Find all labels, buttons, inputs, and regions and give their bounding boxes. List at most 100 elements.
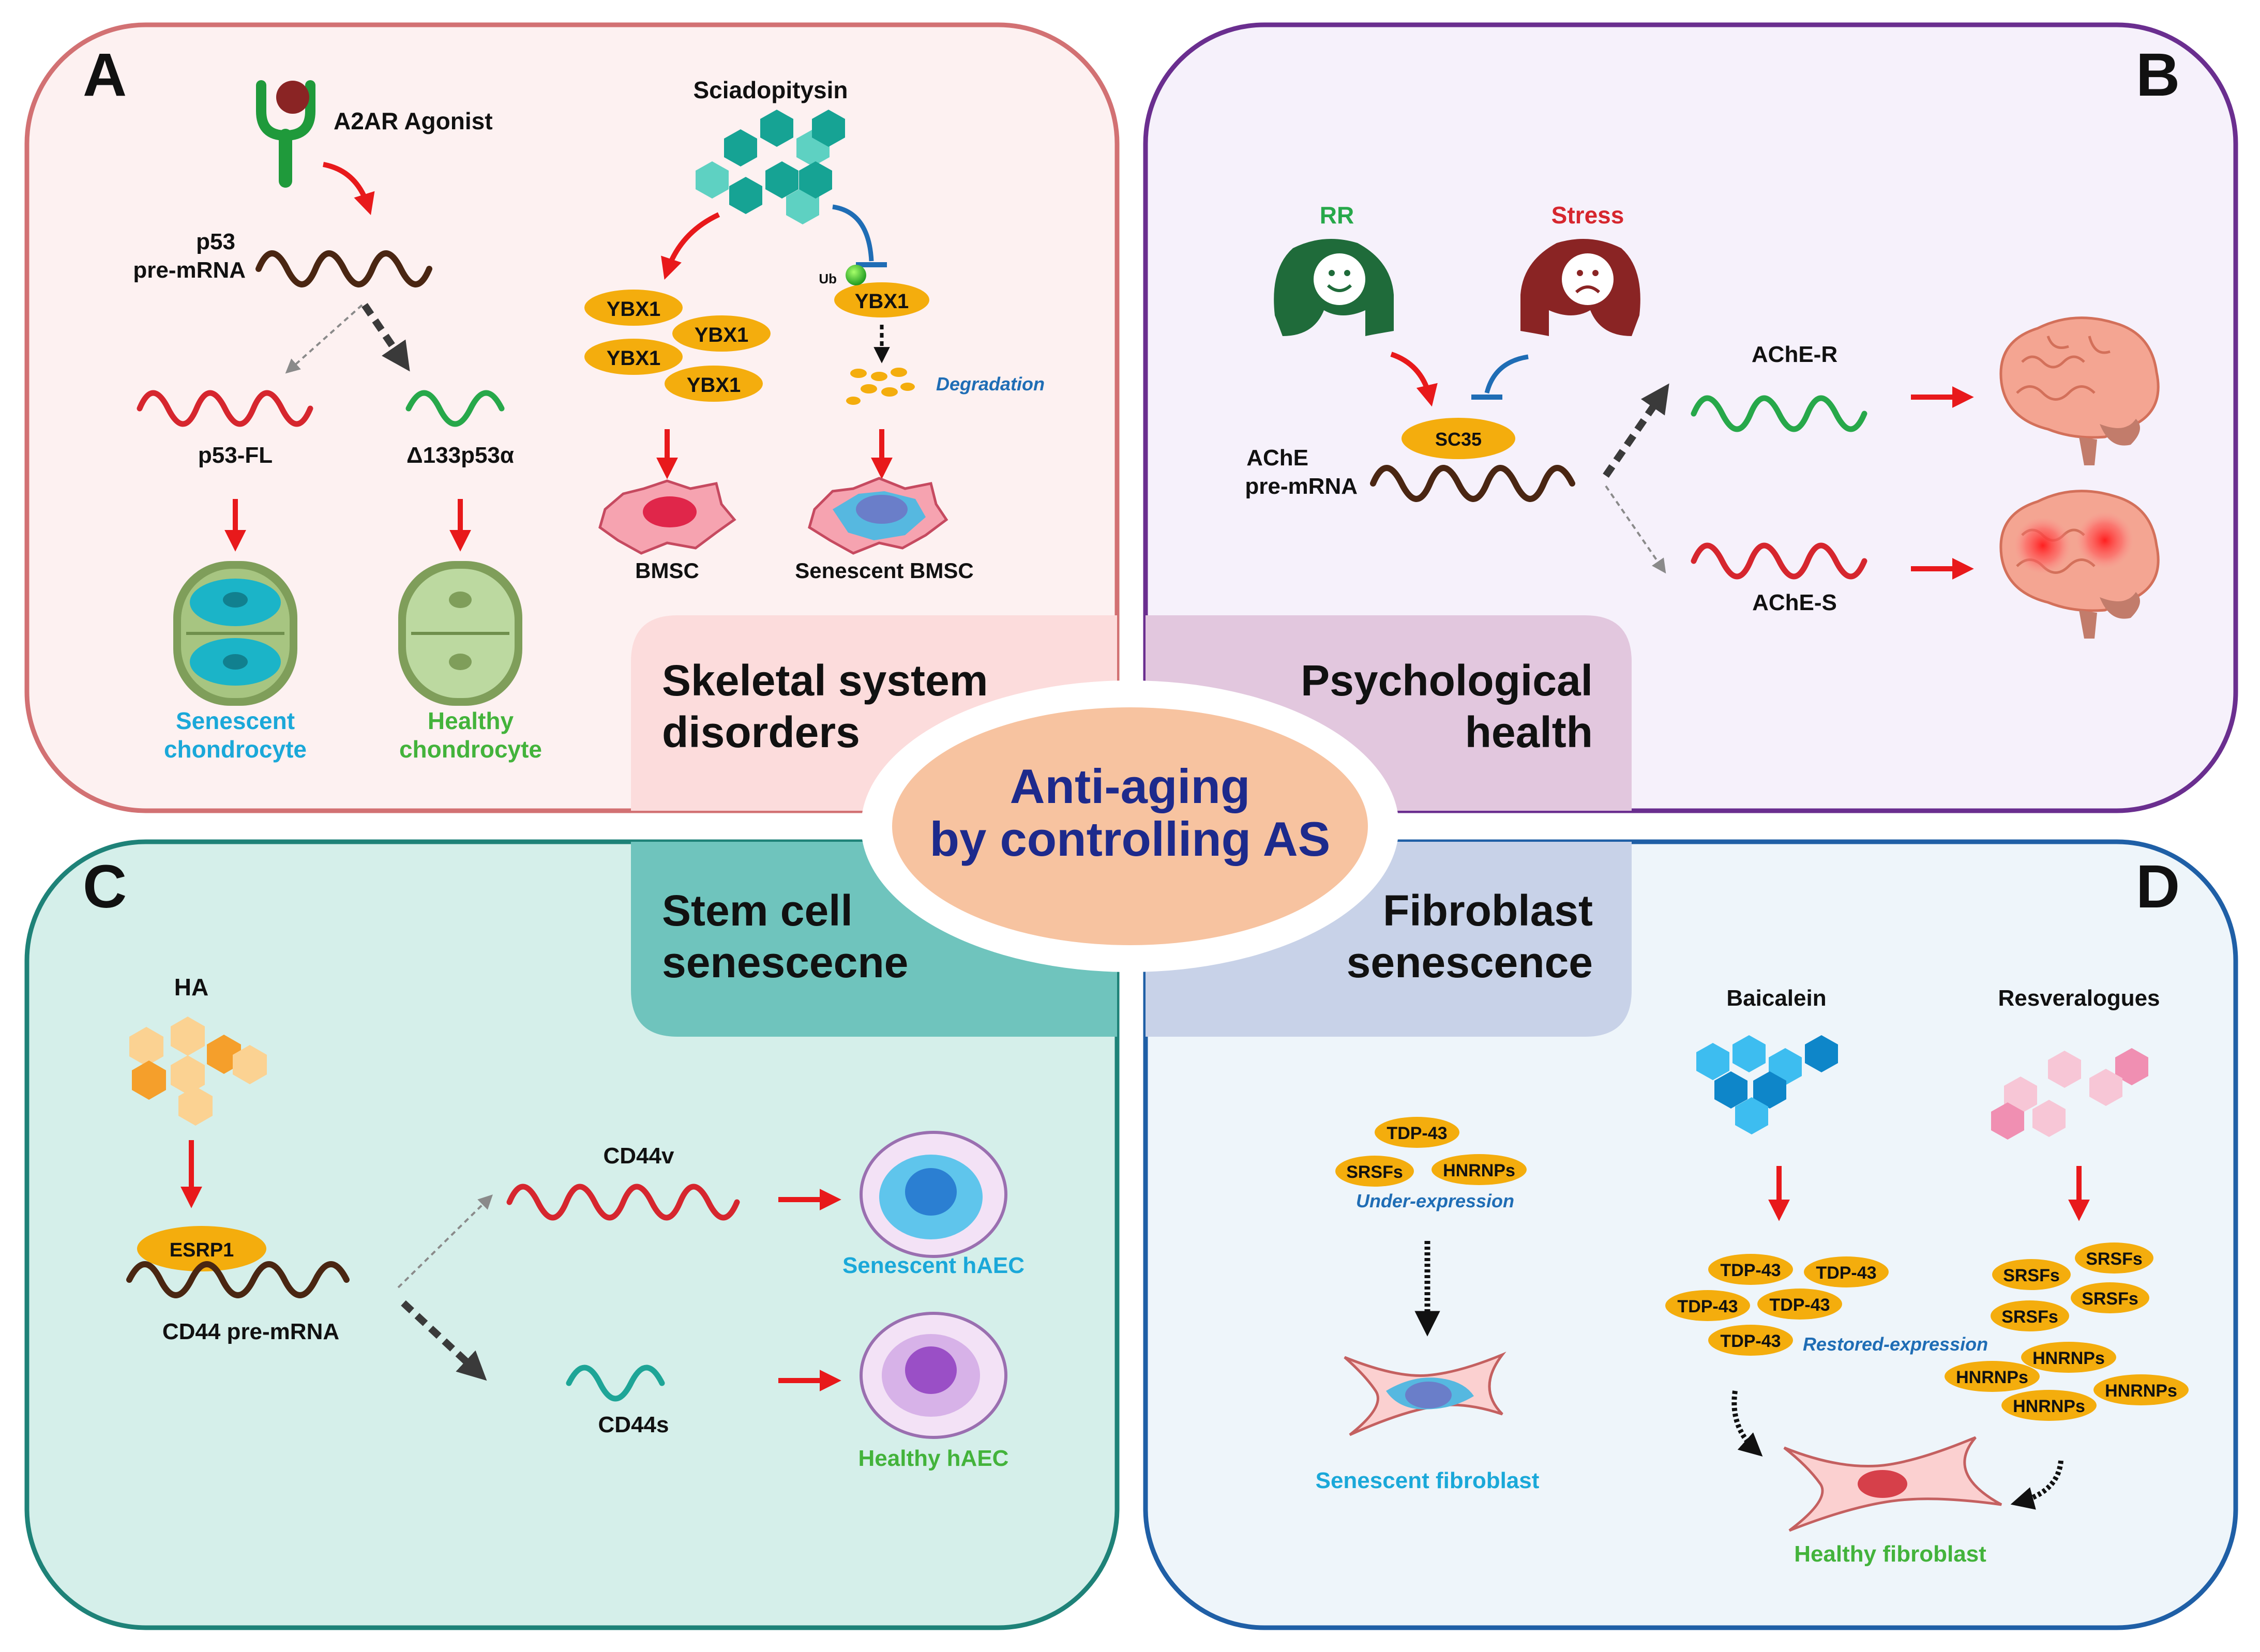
d-srsfs-r2-label: SRSFs xyxy=(2086,1249,2143,1269)
d-tdp43-under xyxy=(1375,1117,1459,1148)
resveralogues-hexagon-cluster-icon xyxy=(1991,1048,2148,1140)
d-hnrnps-r3 xyxy=(2093,1374,2189,1405)
d-srsfs-r2 xyxy=(2075,1242,2153,1274)
under-expression-label: Under-expression xyxy=(1356,1190,1514,1211)
ache-r-mrna xyxy=(1691,395,1867,432)
d133-label: Δ133p53α xyxy=(406,443,514,468)
ache-s-label: AChE-S xyxy=(1752,590,1837,615)
baicalein-hexagon-cluster-icon xyxy=(1696,1035,1838,1134)
cd44-pre-mrna xyxy=(126,1261,350,1298)
d-tdp43-r4 xyxy=(1757,1289,1842,1320)
a2ar-receptor-icon xyxy=(256,80,315,188)
d-hnrnps-r4 xyxy=(2001,1390,2097,1421)
sciadopitysin-label: Sciadopitysin xyxy=(693,77,848,103)
stress-sad-head-icon xyxy=(1520,239,1640,336)
panel-letter-d: D xyxy=(2136,853,2180,921)
stress-inhibits-sc35 xyxy=(1484,354,1529,394)
tab-a-line1: Skeletal system xyxy=(662,656,988,705)
d-srsfs-r3 xyxy=(1991,1300,2069,1331)
d133-mrna xyxy=(405,390,505,427)
sciadopitysin-inhibit-ubiquitination xyxy=(832,204,874,262)
panel-b xyxy=(1143,22,2238,813)
tab-b-line1: Psychological xyxy=(1301,656,1593,705)
d-hnrnps-r3-label: HNRNPs xyxy=(2105,1381,2177,1401)
p53-pre-mrna xyxy=(255,250,432,287)
senescent-haec-label: Senescent hAEC xyxy=(842,1253,1024,1278)
restored-expression-label: Restored-expression xyxy=(1803,1333,1988,1355)
ub-label: Ub xyxy=(819,271,837,286)
healthy-fibroblast-icon xyxy=(1783,1436,2002,1532)
ybx1-cluster xyxy=(584,290,771,402)
d-tdp43-r2-label: TDP-43 xyxy=(1816,1263,1876,1283)
ha-hexagon-cluster-icon xyxy=(129,1017,267,1126)
tab-c-line2: senescecne xyxy=(662,938,908,987)
cd44v-label: CD44v xyxy=(604,1143,674,1169)
panel-letter-b: B xyxy=(2136,41,2180,109)
senescent-haec-cell-icon xyxy=(860,1131,1007,1258)
cd44s-branch xyxy=(401,1300,487,1381)
healthy-haec-label: Healthy hAEC xyxy=(858,1446,1009,1471)
d-srsfs-under-label: SRSFs xyxy=(1346,1162,1403,1182)
esrp1-label: ESRP1 xyxy=(170,1239,234,1261)
panel-d xyxy=(1143,839,2238,1630)
healthy-fibroblast-label: Healthy fibroblast xyxy=(1794,1541,1986,1567)
stress-label: Stress xyxy=(1551,202,1624,229)
center-title-line2: by controlling AS xyxy=(930,812,1331,866)
baicalein-label: Baicalein xyxy=(1726,986,1826,1011)
senescent-chondrocyte-label-2: chondrocyte xyxy=(164,736,307,763)
d-hnrnps-under xyxy=(1432,1154,1527,1185)
ache-s-mrna xyxy=(1691,542,1867,580)
d-srsfs-r1 xyxy=(1992,1259,2071,1290)
senescent-fibroblast-icon xyxy=(1344,1352,1506,1436)
rr-label: RR xyxy=(1320,202,1354,229)
ha-label: HA xyxy=(174,974,208,1001)
d-hnrnps-r1-label: HNRNPs xyxy=(2032,1348,2105,1368)
panel-letter-a: A xyxy=(83,41,127,109)
panel-a xyxy=(24,22,1120,813)
ybx1-label-3: YBX1 xyxy=(607,347,661,370)
senescent-chondrocyte-icon xyxy=(173,561,297,706)
d-hnrnps-r1 xyxy=(2021,1342,2116,1373)
center-title-line1: Anti-aging xyxy=(1010,759,1250,813)
degradation-label: Degradation xyxy=(936,373,1045,395)
cd44-pre-label: CD44 pre-mRNA xyxy=(162,1319,339,1344)
ache-r-branch xyxy=(1603,383,1669,478)
p53-fl-mrna xyxy=(137,390,313,427)
tab-d-line2: senescence xyxy=(1347,938,1593,987)
ybx1-ubiquitinated xyxy=(834,282,929,317)
a2ar-agonist-label: A2AR Agonist xyxy=(334,108,493,134)
ybx1-ub-label: YBX1 xyxy=(855,290,909,313)
ache-r-label: AChE-R xyxy=(1752,342,1837,367)
cd44v-branch xyxy=(397,1194,493,1289)
panel-letter-c: C xyxy=(83,853,127,921)
sciadopitysin-to-ybx1-arrow xyxy=(661,212,720,280)
tab-d-line1: Fibroblast xyxy=(1383,886,1593,935)
healthy-chondrocyte-icon xyxy=(398,561,522,706)
d-srsfs-r4-label: SRSFs xyxy=(2082,1289,2138,1309)
rr-happy-head-icon xyxy=(1274,239,1394,336)
d-tdp43-r2 xyxy=(1804,1256,1889,1287)
d-srsfs-under xyxy=(1335,1156,1414,1187)
bmsc-label: BMSC xyxy=(635,558,699,583)
cd44s-mrna xyxy=(566,1365,665,1402)
d-srsfs-r4 xyxy=(2071,1282,2149,1313)
d133-branch xyxy=(361,303,410,372)
d-tdp43-r1 xyxy=(1708,1254,1793,1285)
d-tdp43-under-label: TDP-43 xyxy=(1387,1124,1447,1143)
d-tdp43-r5-label: TDP-43 xyxy=(1720,1331,1781,1351)
rr-to-sc35-arrow xyxy=(1390,352,1438,407)
resveralogues-label: Resveralogues xyxy=(1998,986,2160,1011)
senescent-chondrocyte-label-1: Senescent xyxy=(176,707,295,734)
d-hnrnps-r4-label: HNRNPs xyxy=(2013,1397,2085,1416)
d-tdp43-r3-label: TDP-43 xyxy=(1677,1297,1738,1316)
tab-c-line1: Stem cell xyxy=(662,886,853,935)
p53-pre-label-2: pre-mRNA xyxy=(133,257,246,283)
srsfs-to-healthy-fibroblast-arrow xyxy=(2010,1460,2063,1510)
tab-b-line2: health xyxy=(1465,708,1593,756)
sc35-label: SC35 xyxy=(1435,429,1482,450)
d-hnrnps-r2-label: HNRNPs xyxy=(1956,1368,2028,1387)
d-srsfs-r3-label: SRSFs xyxy=(2001,1307,2058,1327)
d-tdp43-r1-label: TDP-43 xyxy=(1720,1261,1781,1280)
d-hnrnps-under-label: HNRNPs xyxy=(1443,1161,1515,1180)
